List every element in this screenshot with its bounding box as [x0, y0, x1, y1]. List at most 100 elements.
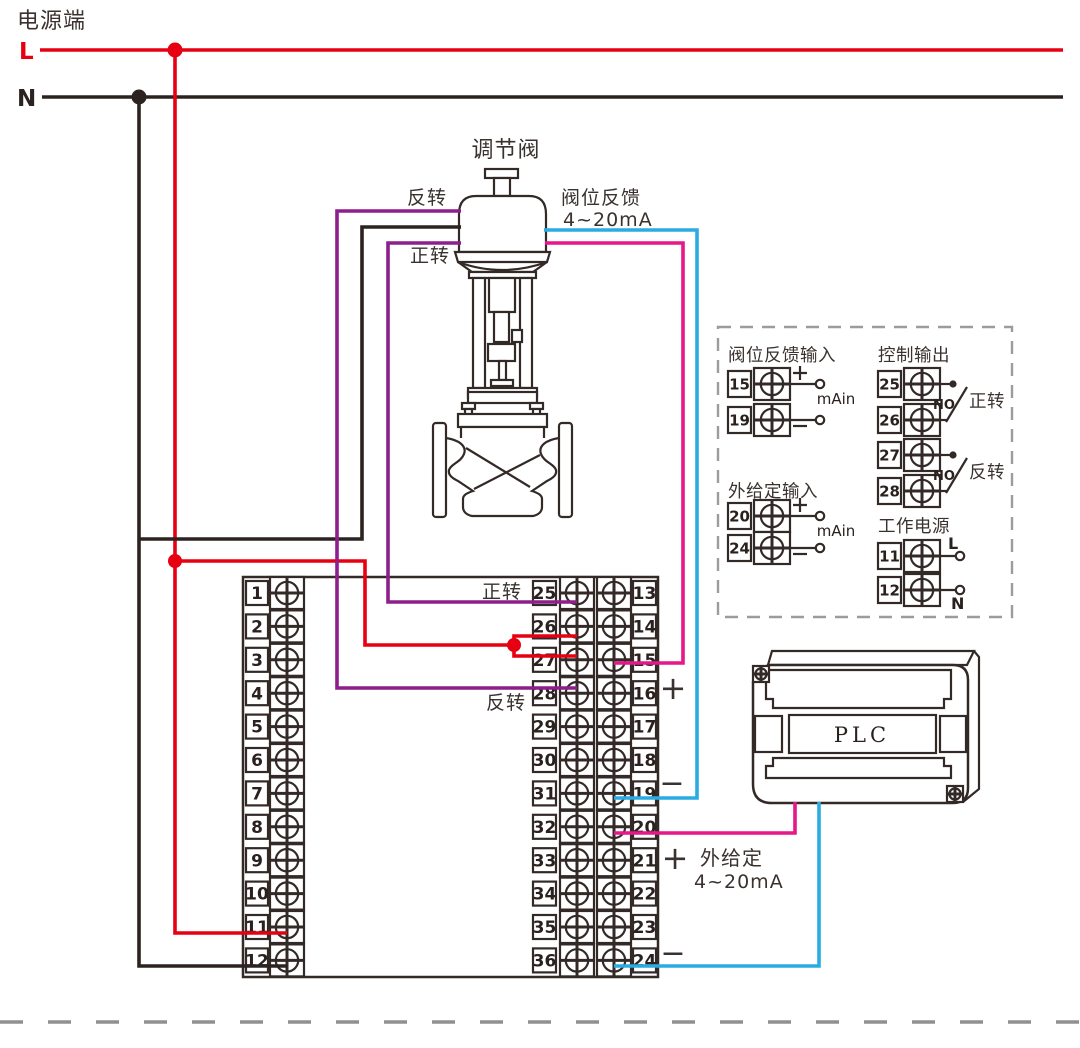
valve-feedback-label-line1: 阀位反馈 — [561, 187, 641, 209]
screw-terminal-icon — [902, 437, 942, 473]
screw-terminal-icon — [268, 575, 306, 611]
yoke-column-left — [471, 276, 487, 390]
screw-terminal-icon — [752, 530, 792, 566]
panel-io-row: 24 — [726, 530, 826, 566]
svg-text:2: 2 — [251, 618, 263, 638]
plc-label-cell — [787, 713, 938, 755]
stem-rod — [497, 359, 508, 382]
svg-text:NO: NO — [933, 398, 955, 413]
svg-text:11: 11 — [879, 547, 900, 565]
wire-neutral-black — [137, 97, 461, 968]
svg-text:13: 13 — [633, 584, 657, 604]
screw-terminal-icon — [595, 575, 633, 611]
svg-text:15: 15 — [729, 375, 750, 393]
svg-text:27: 27 — [533, 651, 557, 671]
stem-foot — [489, 378, 515, 388]
screw-terminal-icon — [558, 776, 596, 811]
wire-plc-setpoint-blue — [614, 802, 821, 968]
screw-terminal-icon — [268, 742, 306, 778]
svg-text:6: 6 — [251, 751, 263, 771]
screw-terminal-icon — [268, 676, 306, 711]
svg-text:24: 24 — [729, 539, 750, 557]
terminal-row: 10 34 22 — [244, 876, 658, 911]
plc-corner-screw-icons — [751, 664, 965, 804]
screw-terminal-icon — [558, 943, 596, 978]
screw-terminal-icon — [268, 943, 306, 978]
setpoint-plus-sign: + — [662, 839, 689, 877]
panel-feedback-title: 阀位反馈输入 — [728, 346, 836, 366]
screw-terminal-icon — [268, 876, 306, 911]
valve-forward-label: 正转 — [410, 245, 450, 267]
svg-text:29: 29 — [533, 718, 557, 738]
svg-text:34: 34 — [533, 885, 557, 905]
bonnet-plate-b — [456, 412, 549, 429]
svg-text:26: 26 — [879, 411, 900, 429]
feedback-plus-sign: + — [660, 669, 687, 707]
plc-top-band — [764, 668, 953, 710]
stem-coupling — [486, 342, 517, 363]
screw-terminal-icon — [268, 776, 306, 811]
panel-main-label-feedback: mAin — [817, 390, 856, 408]
screw-terminal-icon — [595, 642, 633, 677]
svg-text:10: 10 — [245, 885, 269, 905]
screw-terminal-icon — [595, 809, 633, 844]
wire-reverse-purple — [335, 209, 577, 690]
svg-text:22: 22 — [633, 885, 657, 905]
svg-text:27: 27 — [879, 446, 900, 464]
bonnet-plate-a — [466, 390, 539, 405]
live-label: L — [19, 39, 34, 65]
stem-bracket — [510, 328, 524, 344]
valve-handle-top — [483, 167, 520, 180]
svg-text:18: 18 — [633, 751, 657, 771]
wire-plc-setpoint-pink — [614, 802, 797, 835]
svg-text:33: 33 — [533, 851, 557, 871]
svg-text:32: 32 — [533, 818, 557, 838]
svg-text:21: 21 — [633, 851, 657, 871]
plc-side-face — [962, 650, 981, 803]
screw-terminal-icon — [558, 676, 596, 711]
screw-terminal-icon — [595, 909, 633, 945]
svg-text:12: 12 — [245, 952, 269, 972]
screw-terminal-icon — [752, 498, 792, 534]
screw-terminal-icon — [902, 572, 942, 608]
panel-control-title: 控制输出 — [878, 346, 950, 366]
svg-text:19: 19 — [633, 785, 657, 805]
panel-power-title: 工作电源 — [878, 517, 950, 537]
screw-terminal-icon — [595, 943, 633, 978]
valve-reverse-label: 反转 — [407, 187, 447, 209]
screw-terminal-icon — [268, 609, 306, 644]
svg-text:20: 20 — [729, 507, 750, 525]
stem-mid — [492, 310, 511, 344]
screw-terminal-icon — [558, 843, 596, 878]
svg-text:25: 25 — [533, 584, 557, 604]
svg-text:正转: 正转 — [969, 392, 1005, 412]
junction-dot-live-branch — [168, 554, 182, 568]
screw-terminal-icon — [268, 709, 306, 744]
screw-terminal-icon — [595, 776, 633, 811]
screw-terminal-icon — [268, 909, 306, 945]
svg-text:35: 35 — [533, 918, 557, 938]
wire-feedback-pink — [545, 241, 685, 665]
switch-arm-icon — [945, 386, 968, 423]
plc-right-cell — [938, 714, 968, 754]
screw-terminal-icon — [752, 366, 792, 402]
svg-text:36: 36 — [533, 952, 557, 972]
wire-forward-purple — [386, 241, 577, 604]
instrument-outline — [241, 575, 660, 979]
switch-arm-icon — [945, 457, 968, 494]
plc-left-cell — [753, 714, 784, 754]
power-terminal-label: 电源端 — [17, 9, 86, 34]
io-panel: 阀位反馈输入 外给定输入 控制输出 工作电源 mAin mAin 1519202… — [716, 325, 1014, 619]
screw-terminal-icon — [558, 575, 596, 611]
actuator-dome — [457, 194, 548, 254]
screw-terminal-icon — [595, 843, 633, 878]
